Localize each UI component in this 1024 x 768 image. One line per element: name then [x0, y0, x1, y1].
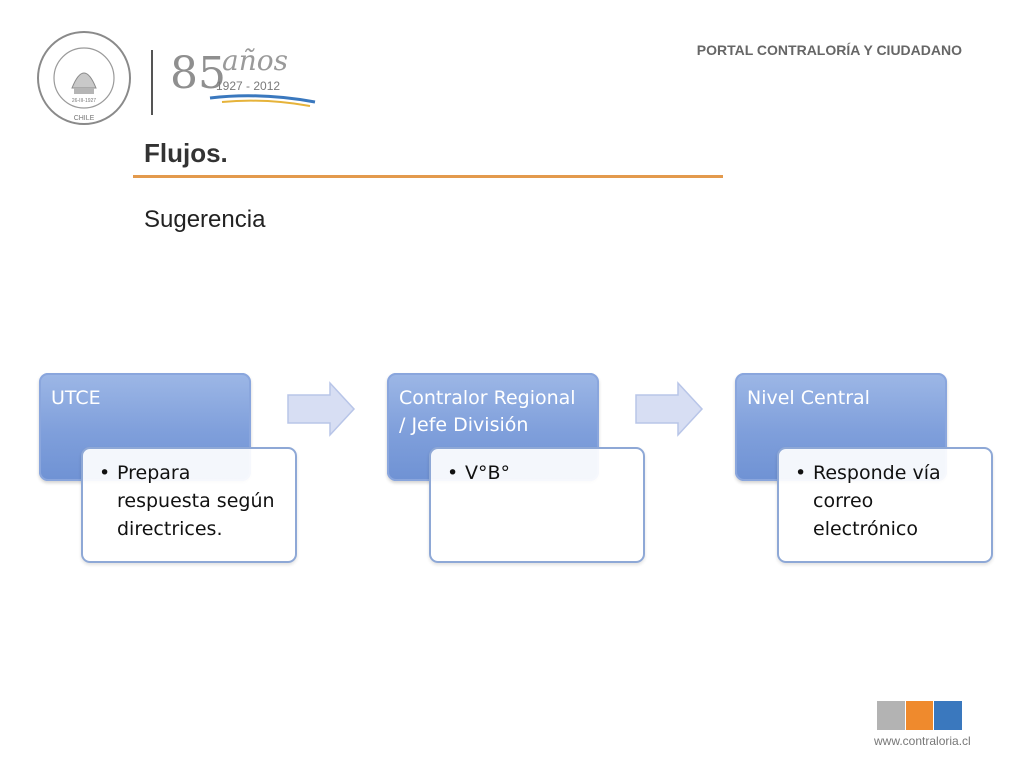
- stage-header-line: Nivel Central: [747, 387, 870, 409]
- anniversary-85-logo: 85 años 1927 - 2012: [170, 44, 316, 107]
- flow-arrow-icon: [287, 381, 356, 437]
- stage-card-contralor-regional: V°B°: [429, 447, 645, 563]
- stage-bullets: Responde vía correo electrónico: [789, 459, 981, 543]
- header-divider: [151, 50, 153, 115]
- stage-card-nivel-central: Responde vía correo electrónico: [777, 447, 993, 563]
- svg-text:26-III-1927: 26-III-1927: [72, 98, 96, 104]
- slide-title: Flujos.: [144, 138, 228, 168]
- stage-card-utce: Prepara respuesta según directrices.: [81, 447, 297, 563]
- stage-bullet: Prepara respuesta según directrices.: [99, 459, 285, 543]
- footer-block-gray: [877, 701, 905, 730]
- stage-bullets: Prepara respuesta según directrices.: [93, 459, 285, 543]
- stage-bullet: V°B°: [447, 459, 633, 487]
- flow-arrow-icon: [635, 381, 704, 437]
- stage-bullets: V°B°: [441, 459, 633, 487]
- contraloria-seal-logo: 26-III-1927 CHILE: [37, 31, 131, 125]
- stage-header-line: UTCE: [51, 387, 101, 409]
- stage-header-line: / Jefe División: [399, 414, 529, 436]
- footer-block-orange: [905, 701, 934, 730]
- stage-header-line: Contralor Regional: [399, 387, 576, 409]
- stage-bullet: Responde vía correo electrónico: [795, 459, 981, 543]
- footer-url: www.contraloria.cl: [874, 734, 971, 748]
- svg-text:1927 - 2012: 1927 - 2012: [216, 79, 280, 93]
- footer-color-blocks: [877, 701, 963, 730]
- footer-block-blue: [934, 701, 963, 730]
- svg-text:CHILE: CHILE: [74, 115, 95, 122]
- svg-text:85: 85: [170, 48, 226, 99]
- title-underline: [133, 175, 723, 178]
- slide-subtitle: Sugerencia: [144, 206, 266, 233]
- svg-text:años: años: [222, 44, 288, 77]
- portal-title: PORTAL CONTRALORÍA Y CIUDADANO: [696, 42, 962, 58]
